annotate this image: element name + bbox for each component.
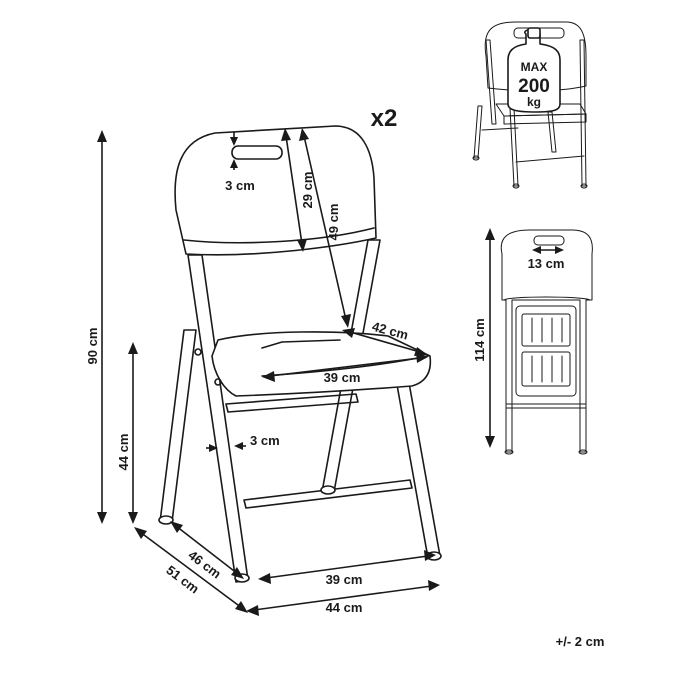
max-unit: kg bbox=[527, 95, 541, 109]
tolerance-note: +/- 2 cm bbox=[556, 634, 605, 649]
backrest-height-label: 29 cm bbox=[300, 172, 315, 209]
folded-height-label: 114 cm bbox=[472, 318, 487, 361]
dimension-lines bbox=[97, 128, 440, 616]
folded-chair-drawing bbox=[500, 229, 593, 455]
folded-dimension-lines bbox=[485, 228, 564, 448]
tube-diameter-label: 3 cm bbox=[250, 433, 280, 448]
handle-height-label: 3 cm bbox=[225, 178, 255, 193]
overall-width-label: 44 cm bbox=[326, 600, 363, 615]
seat-height-label: 44 cm bbox=[116, 434, 131, 471]
load-capacity-drawing: MAX 200 kg bbox=[472, 21, 588, 189]
seat-width-label: 39 cm bbox=[324, 370, 361, 385]
depth-overall-label: 51 cm bbox=[163, 562, 201, 596]
handle-width-label: 13 cm bbox=[528, 256, 565, 271]
overall-height-label: 90 cm bbox=[85, 328, 100, 365]
quantity-label: x2 bbox=[371, 105, 398, 132]
max-value: 200 bbox=[518, 76, 550, 97]
max-label: MAX bbox=[521, 60, 548, 74]
backrest-total-label: 49 cm bbox=[326, 204, 341, 241]
front-leg-span-label: 39 cm bbox=[326, 572, 363, 587]
